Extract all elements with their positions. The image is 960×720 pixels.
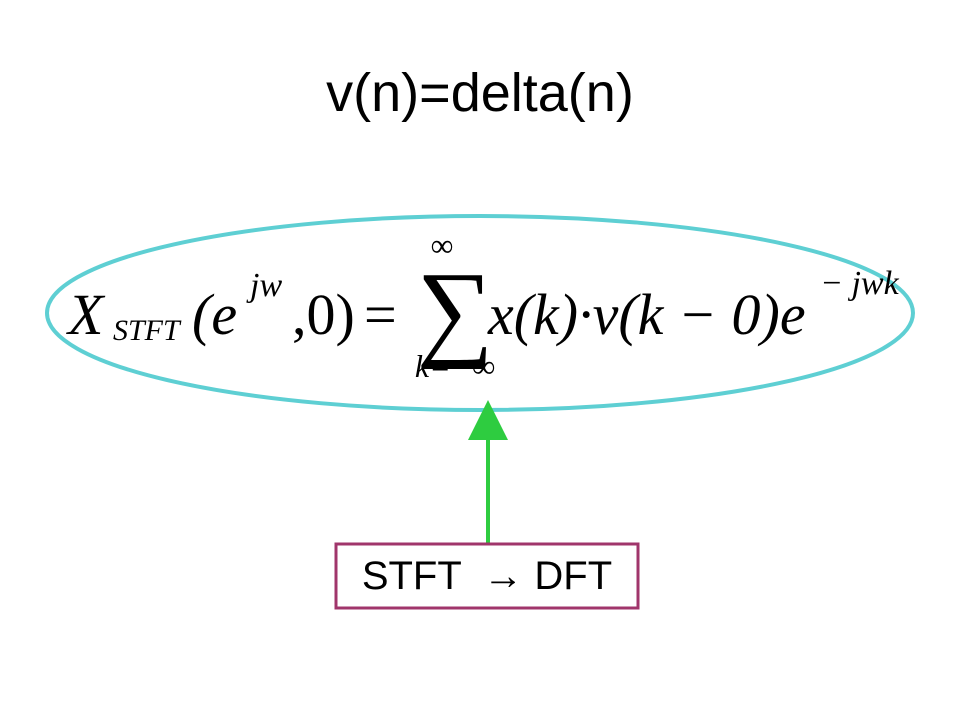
label-box (334, 542, 640, 610)
slide-title: v(n)=delta(n) (326, 63, 634, 123)
equation-summand-exponent: − jwk (820, 265, 900, 302)
equation-lhs-args-open: (e (192, 282, 237, 347)
equation-sum-symbol: ∑ (417, 251, 494, 370)
equation: X STFT (e jw ,0) = ∞ ∑ k=−∞ x(k)·v(k − 0… (66, 227, 900, 384)
equation-summand: x(k)·v(k − 0)e (487, 282, 806, 347)
equation-lhs-exponent: jw (246, 267, 282, 304)
equation-lhs-symbol: X (66, 282, 106, 347)
equation-lhs-args-close: ,0) (292, 282, 355, 347)
equation-sum-upper-limit: ∞ (431, 227, 454, 263)
label-box-text: STFT → DFT (361, 553, 613, 598)
equation-equals: = (364, 282, 397, 347)
equation-sum-lower-limit: k=−∞ (415, 348, 495, 384)
equation-lhs-subscript: STFT (113, 314, 182, 347)
